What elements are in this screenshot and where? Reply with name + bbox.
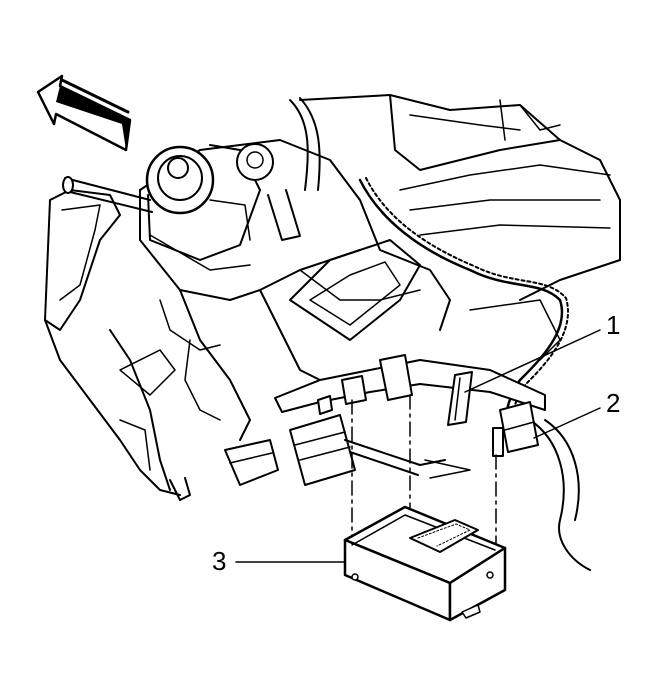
callout-1: 1 (606, 310, 620, 340)
instrument-panel-structure (44, 94, 621, 501)
mounting-bracket (274, 354, 546, 457)
callout-leaders (235, 329, 601, 563)
direction-arrow-icon (36, 74, 132, 152)
callout-2: 2 (606, 388, 620, 418)
connector-cluster (224, 414, 471, 486)
installation-guide-lines (351, 394, 497, 556)
control-module (343, 505, 507, 622)
callout-3: 3 (212, 546, 226, 576)
